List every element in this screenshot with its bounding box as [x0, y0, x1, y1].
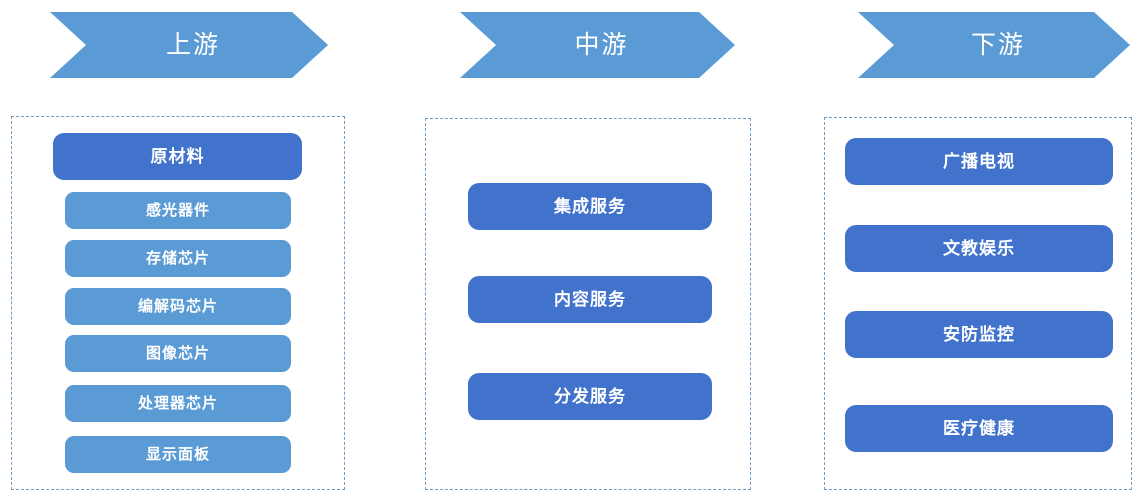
chain-item-processor-chip[interactable]: 处理器芯片 — [65, 385, 291, 422]
stage-group-downstream — [824, 117, 1132, 490]
chain-item-label: 安防监控 — [943, 325, 1015, 344]
stage-banner-midstream[interactable]: 中游 — [460, 12, 735, 78]
chain-item-label: 处理器芯片 — [137, 395, 218, 412]
stage-banner-upstream[interactable]: 上游 — [50, 12, 328, 78]
stage-group-midstream — [425, 118, 751, 490]
chain-item-label: 图像芯片 — [145, 345, 210, 362]
stage-banner-label-upstream: 上游 — [165, 30, 220, 59]
chain-item-label: 分发服务 — [554, 387, 626, 406]
chain-item-label: 文教娱乐 — [943, 239, 1015, 258]
chain-item-label: 医疗健康 — [943, 419, 1015, 438]
chain-column-midstream: 中游 集成服务 内容服务 分发服务 — [414, 0, 762, 501]
chain-item-label: 广播电视 — [943, 152, 1015, 171]
stage-banner-downstream[interactable]: 下游 — [858, 12, 1130, 78]
chain-item-security-surveillance[interactable]: 安防监控 — [845, 311, 1113, 358]
stage-banner-label-downstream: 下游 — [970, 30, 1025, 59]
chain-item-photosensitive-device[interactable]: 感光器件 — [65, 192, 291, 229]
chain-item-label: 感光器件 — [145, 202, 210, 219]
chain-item-label: 显示面板 — [145, 446, 210, 463]
chain-item-codec-chip[interactable]: 编解码芯片 — [65, 288, 291, 325]
chain-item-distribution-service[interactable]: 分发服务 — [468, 373, 712, 420]
chain-item-education-entertainment[interactable]: 文教娱乐 — [845, 225, 1113, 272]
chain-item-image-chip[interactable]: 图像芯片 — [65, 335, 291, 372]
chain-item-label: 集成服务 — [554, 197, 626, 216]
stage-group-upstream — [11, 116, 345, 490]
chain-item-medical-health[interactable]: 医疗健康 — [845, 405, 1113, 452]
chain-item-label: 编解码芯片 — [137, 298, 218, 315]
chain-item-label: 内容服务 — [554, 290, 626, 309]
stage-banner-label-midstream: 中游 — [574, 30, 629, 59]
chain-item-content-service[interactable]: 内容服务 — [468, 276, 712, 323]
chain-column-downstream: 下游 广播电视 文教娱乐 安防监控 医疗健康 — [812, 0, 1147, 501]
chain-item-integration-service[interactable]: 集成服务 — [468, 183, 712, 230]
chain-item-broadcast-tv[interactable]: 广播电视 — [845, 138, 1113, 185]
chain-item-display-panel[interactable]: 显示面板 — [65, 436, 291, 473]
chain-column-upstream: 上游 原材料 感光器件 存储芯片 编解码芯片 图像芯片 处理器芯片 显示面板 — [0, 0, 356, 501]
chain-item-memory-chip[interactable]: 存储芯片 — [65, 240, 291, 277]
chain-item-raw-material[interactable]: 原材料 — [53, 133, 302, 180]
chain-item-label: 原材料 — [150, 147, 205, 166]
chain-item-label: 存储芯片 — [145, 250, 210, 267]
